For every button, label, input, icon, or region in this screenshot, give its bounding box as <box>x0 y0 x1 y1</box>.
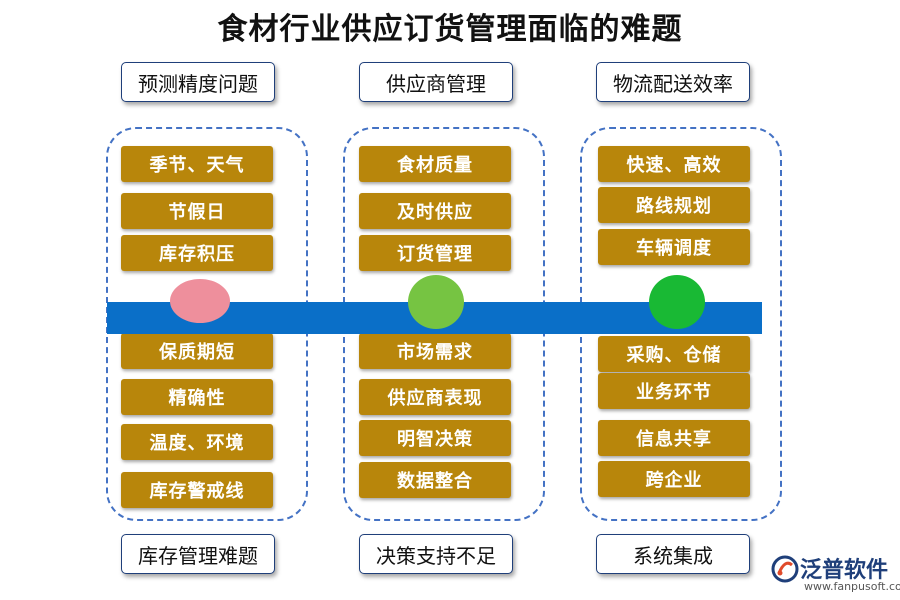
dot-1 <box>170 279 230 323</box>
item-3-bottom-4: 跨企业 <box>598 461 750 497</box>
item-3-top-3: 车辆调度 <box>598 229 750 265</box>
column-header-3: 物流配送效率 <box>596 62 750 102</box>
brand-logo: 泛普软件 www.fanpusoft.com <box>770 552 900 596</box>
item-2-bottom-1: 市场需求 <box>359 333 511 369</box>
item-2-bottom-3: 明智决策 <box>359 420 511 456</box>
logo-url: www.fanpusoft.com <box>804 580 900 593</box>
dot-3 <box>649 275 705 329</box>
item-2-bottom-4: 数据整合 <box>359 462 511 498</box>
column-footer-3: 系统集成 <box>596 534 750 574</box>
item-1-top-1: 季节、天气 <box>121 146 273 182</box>
item-2-top-3: 订货管理 <box>359 235 511 271</box>
item-3-bottom-1: 采购、仓储 <box>598 336 750 372</box>
item-3-bottom-3: 信息共享 <box>598 420 750 456</box>
column-header-1: 预测精度问题 <box>121 62 275 102</box>
item-1-bottom-2: 精确性 <box>121 379 273 415</box>
dot-2 <box>408 275 464 329</box>
item-1-top-2: 节假日 <box>121 193 273 229</box>
item-3-top-2: 路线规划 <box>598 187 750 223</box>
column-footer-1: 库存管理难题 <box>121 534 275 574</box>
logo-mark-icon <box>771 555 799 583</box>
page-title: 食材行业供应订货管理面临的难题 <box>217 12 683 47</box>
item-2-top-2: 及时供应 <box>359 193 511 229</box>
item-1-bottom-1: 保质期短 <box>121 333 273 369</box>
item-1-top-3: 库存积压 <box>121 235 273 271</box>
item-3-bottom-2: 业务环节 <box>598 373 750 409</box>
item-3-top-1: 快速、高效 <box>598 146 750 182</box>
item-1-bottom-3: 温度、环境 <box>121 424 273 460</box>
column-header-2: 供应商管理 <box>359 62 513 102</box>
logo-name: 泛普软件 <box>800 558 889 583</box>
column-footer-2: 决策支持不足 <box>359 534 513 574</box>
item-2-bottom-2: 供应商表现 <box>359 379 511 415</box>
item-1-bottom-4: 库存警戒线 <box>121 472 273 508</box>
item-2-top-1: 食材质量 <box>359 146 511 182</box>
